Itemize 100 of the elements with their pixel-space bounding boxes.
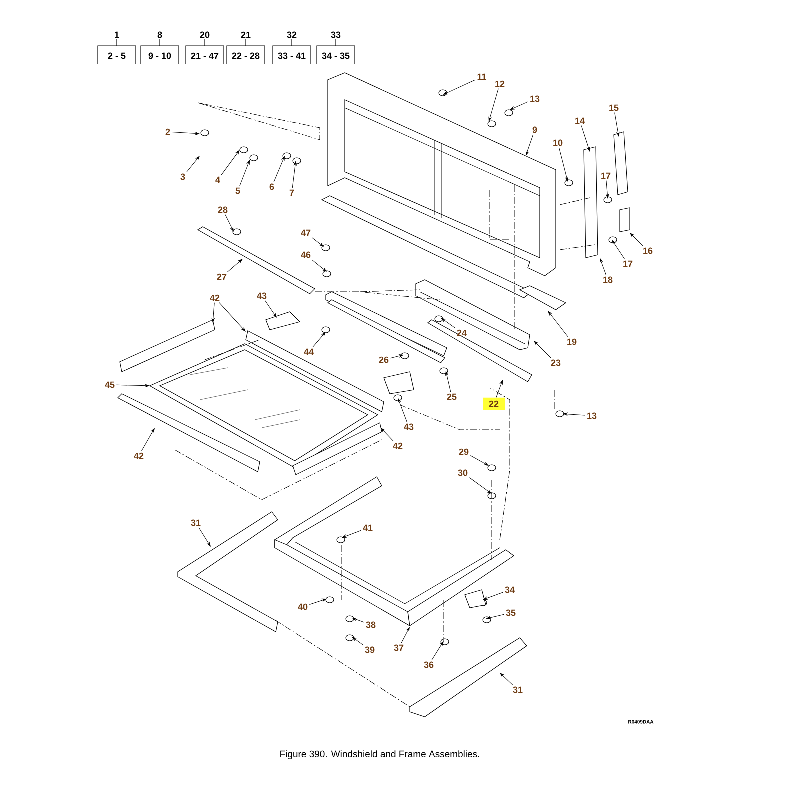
callout-number: 10 <box>554 140 563 146</box>
callout-number: 44 <box>304 348 314 356</box>
callout-number: 17 <box>624 260 633 268</box>
callout-number: 45 <box>105 382 115 388</box>
leader-line <box>443 80 476 95</box>
leader-line <box>265 300 277 318</box>
callout-number: 38 <box>366 622 376 628</box>
leader-line <box>559 148 568 182</box>
callout-number: 29 <box>459 448 469 456</box>
callout-number: 47 <box>301 230 311 236</box>
leader-line <box>274 156 285 182</box>
callout-number: 46 <box>301 252 311 258</box>
callout-number: 31 <box>191 520 201 526</box>
callout-number: 30 <box>458 470 468 476</box>
leader-line <box>186 156 200 172</box>
leader-line <box>630 233 644 246</box>
leader-line <box>212 302 215 322</box>
leader-line <box>225 214 234 232</box>
leader-line <box>564 412 586 416</box>
leader-line <box>526 134 534 156</box>
leader-line <box>488 88 499 122</box>
leader-line <box>486 614 505 620</box>
leader-line <box>401 627 410 644</box>
callout-number: 3 <box>180 174 186 180</box>
callout-number: 26 <box>379 356 389 364</box>
callout-number: 36 <box>424 662 434 668</box>
part-range: 34 - 35 <box>322 52 350 60</box>
leader-line <box>227 259 243 272</box>
leader-line <box>469 478 492 494</box>
leader-line <box>548 311 568 338</box>
callout-number: 18 <box>604 276 613 284</box>
leader-line <box>342 530 362 538</box>
callout-number: 17 <box>602 172 611 180</box>
callout-number: 35 <box>506 610 516 616</box>
part-number: 32 <box>287 32 297 38</box>
part-number: 20 <box>200 32 210 38</box>
callout-number: 34 <box>505 586 515 594</box>
leader-line <box>496 380 503 398</box>
callout-number: 13 <box>530 96 540 102</box>
leader-line <box>142 428 155 452</box>
leader-line <box>198 528 211 547</box>
callout-number: 25 <box>447 394 457 400</box>
leader-line <box>172 132 200 136</box>
part-range: 33 - 41 <box>278 52 306 60</box>
leader-line <box>312 332 326 348</box>
leader-line <box>534 341 552 358</box>
callout-number: 39 <box>365 646 375 654</box>
callout-number: 40 <box>298 604 308 610</box>
part-number: 33 <box>331 32 341 38</box>
leader-line <box>292 162 297 188</box>
leader-line <box>309 598 327 606</box>
leader-line <box>116 384 150 388</box>
callout-number: 28 <box>218 206 228 214</box>
leader-line <box>240 160 250 186</box>
callout-number: 42 <box>134 452 144 460</box>
callout-number: 42 <box>393 442 403 450</box>
leader-line <box>446 372 452 392</box>
callout-number: 27 <box>217 274 227 280</box>
leader-line <box>432 641 444 660</box>
callout-number: 43 <box>404 424 414 430</box>
callout-number: 23 <box>551 360 561 366</box>
callout-number: 7 <box>290 190 294 196</box>
leader-line <box>600 258 606 276</box>
callout-number: 13 <box>588 412 597 420</box>
leader-line <box>221 150 240 176</box>
callout-number: 5 <box>236 188 240 194</box>
highlighted-callout-number: 22 <box>483 398 505 410</box>
part-range: 21 - 47 <box>191 52 219 60</box>
part-number: 1 <box>115 32 120 38</box>
part-range: 2 - 5 <box>108 52 126 60</box>
leader-line <box>612 240 626 260</box>
leader-line <box>470 456 489 466</box>
leader-line <box>219 302 246 332</box>
part-range: 9 - 10 <box>148 52 172 60</box>
part-number: 8 <box>158 32 162 38</box>
callout-number: 24 <box>457 330 467 336</box>
figure-caption: Figure 390. Windshield and Frame Assemblies. <box>280 750 480 760</box>
callout-number: 11 <box>478 74 486 80</box>
callout-number: 16 <box>644 248 653 254</box>
leader-line <box>581 126 590 152</box>
leader-line <box>390 354 404 359</box>
leader-line <box>614 112 620 136</box>
callout-number: 9 <box>532 126 538 134</box>
leader-line <box>312 238 324 247</box>
leader-line <box>483 592 504 600</box>
callout-number: 4 <box>216 176 220 184</box>
leader-line <box>500 673 514 686</box>
leader-line <box>352 618 365 623</box>
callout-number: 15 <box>610 104 619 112</box>
leader-line <box>510 102 529 110</box>
callout-number: 37 <box>394 644 404 652</box>
callout-number: 2 <box>166 128 170 136</box>
callout-number: 43 <box>257 292 267 300</box>
leader-line <box>381 428 394 442</box>
part-range: 22 - 28 <box>232 52 260 60</box>
leader-line <box>441 318 456 328</box>
callout-number: 31 <box>513 686 523 694</box>
callout-number: 6 <box>270 184 274 190</box>
callout-number: 42 <box>210 294 220 302</box>
callout-number: 14 <box>576 118 585 124</box>
